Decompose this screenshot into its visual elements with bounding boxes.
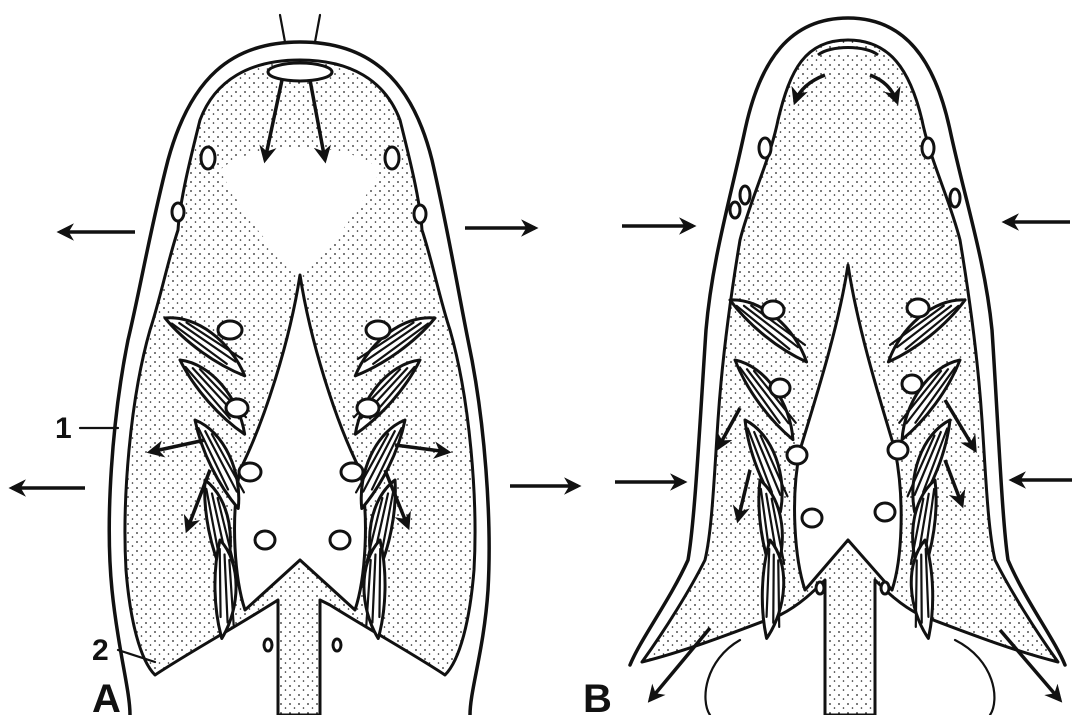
pore-icon: [201, 147, 215, 169]
barbel-lines: [280, 15, 320, 42]
pore-icon: [950, 189, 960, 207]
pore-icon: [922, 138, 934, 158]
pore-icon: [385, 147, 399, 169]
panel-label-a: A: [92, 677, 121, 715]
panel-label-b: B: [583, 677, 612, 715]
panel-b: B: [583, 18, 1072, 715]
pore-icon: [172, 203, 184, 221]
mouth-a: [268, 63, 332, 81]
panel-a: 1 2 A: [12, 15, 578, 715]
pore-icon: [730, 202, 740, 218]
pore-icon: [759, 138, 771, 158]
pore-icon: [740, 186, 750, 204]
callout-2: 2: [92, 634, 109, 667]
pore-icon: [414, 205, 426, 223]
callout-1: 1: [55, 412, 72, 445]
